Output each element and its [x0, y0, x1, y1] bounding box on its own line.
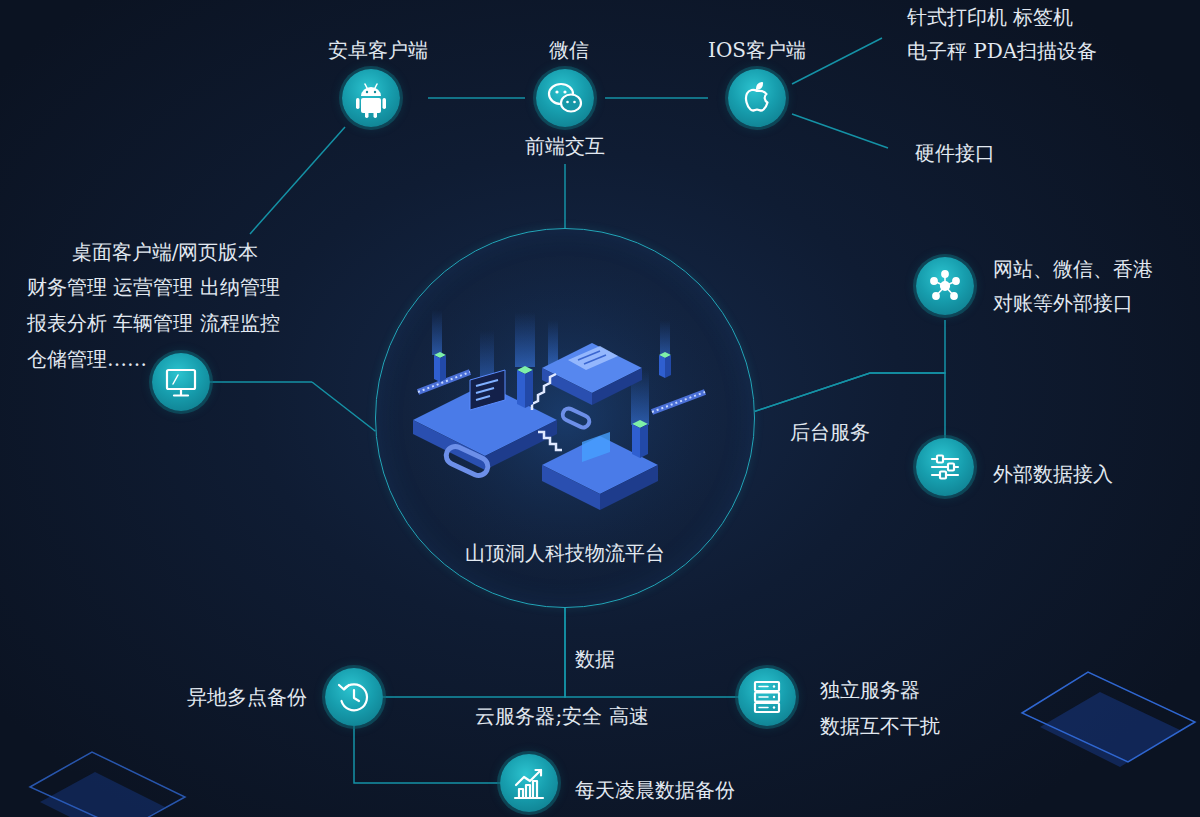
icon-glyph	[916, 438, 974, 496]
data-input-node: 外部数据接入	[916, 438, 1113, 496]
connector-line	[564, 164, 566, 228]
sliders-icon	[916, 438, 974, 496]
data-input-label: 外部数据接入	[993, 456, 1113, 492]
server-icon	[738, 668, 796, 726]
platform-circle: 山顶洞人科技物流平台	[375, 228, 755, 608]
icon-glyph	[325, 668, 383, 726]
connector-line	[565, 608, 738, 697]
client-label: IOS客户端	[708, 32, 806, 68]
leader-line	[792, 38, 888, 148]
platform-illustration	[582, 432, 610, 462]
service-label: 后台服务	[790, 414, 870, 450]
desktop-client-node: 桌面客户端/网页版本财务管理 运营管理 出纳管理 报表分析 车辆管理 流程监控 …	[27, 234, 312, 411]
network-icon	[916, 257, 974, 315]
daily-backup-node: 每天凌晨数据备份	[500, 754, 735, 812]
icon-glyph	[916, 257, 974, 315]
platform-illustration	[432, 310, 442, 355]
connector-line	[755, 320, 945, 411]
corner-decor	[30, 752, 185, 817]
platform-illustration	[413, 310, 705, 510]
icon-glyph	[738, 668, 796, 726]
corner-decor	[1022, 672, 1195, 762]
stub-line	[210, 381, 312, 383]
platform-illustration	[561, 407, 591, 430]
platform-illustration	[476, 380, 498, 386]
platform-illustration	[443, 444, 490, 479]
platform-illustration	[652, 392, 705, 412]
platform-illustration	[525, 370, 533, 408]
client-label: 安卓客户端	[328, 32, 428, 68]
platform-title: 山顶洞人科技物流平台	[465, 535, 665, 571]
hardware-list: 针式打印机 标签机 电子秤 PDA扫描设备	[907, 0, 1107, 68]
icon-glyph	[500, 754, 558, 812]
platform-illustration	[568, 346, 618, 370]
platform-illustration	[542, 465, 600, 510]
corner-decor	[30, 672, 1195, 817]
ios-client-node: IOS客户端	[708, 32, 806, 127]
android-client-node: 安卓客户端	[328, 32, 428, 127]
wechat-client-node: 微信前端交互	[525, 32, 605, 164]
android-icon	[342, 69, 400, 127]
corner-decor	[1040, 692, 1180, 767]
connector-line	[383, 608, 565, 697]
platform-illustration	[485, 420, 557, 470]
leader-line	[792, 114, 888, 148]
backup-node: 异地多点备份	[187, 668, 383, 726]
icon-glyph	[728, 69, 786, 127]
platform-illustration	[660, 320, 670, 360]
hardware-label: 硬件接口	[915, 135, 995, 171]
platform-illustration	[600, 465, 658, 510]
icon-glyph	[152, 353, 210, 411]
connector-line	[250, 127, 345, 234]
connector-line	[605, 97, 708, 99]
group-label: 前端交互	[525, 128, 605, 164]
icon-glyph	[342, 69, 400, 127]
platform-illustration	[640, 424, 648, 458]
server-label: 独立服务器 数据互不干扰	[820, 672, 955, 744]
interface-node: 网站、微信、香港 对账等外部接口	[916, 252, 1168, 320]
module-list: 财务管理 运营管理 出纳管理 报表分析 车辆管理 流程监控 仓储管理……	[27, 269, 312, 377]
platform-illustration	[542, 368, 592, 405]
connector-line	[428, 97, 525, 99]
core-glow	[377, 230, 753, 606]
daily-backup-label: 每天凌晨数据备份	[575, 772, 735, 808]
platform-illustration	[652, 392, 705, 412]
platform-illustration	[517, 370, 525, 408]
platform-illustration	[665, 355, 671, 378]
platform-illustration	[659, 355, 665, 378]
platform-illustration	[440, 355, 446, 382]
platform-illustration	[592, 368, 642, 405]
platform-illustration	[476, 396, 490, 400]
platform-illustration	[470, 370, 505, 410]
platform-illustration	[632, 424, 640, 458]
connector-line	[312, 382, 375, 431]
chart-icon	[500, 754, 558, 812]
icon-glyph	[536, 69, 594, 127]
platform-illustration	[538, 432, 562, 450]
apple-icon	[728, 69, 786, 127]
backup-label: 异地多点备份	[187, 679, 307, 715]
stub-group	[210, 382, 312, 383]
client-heading: 桌面客户端/网页版本	[72, 234, 259, 270]
desktop-icon	[152, 353, 210, 411]
data-label: 数据	[575, 641, 615, 677]
client-label: 微信	[549, 32, 589, 68]
platform-illustration	[476, 388, 494, 393]
platform-illustration	[548, 320, 558, 365]
cloud-label: 云服务器;安全 高速	[475, 698, 648, 734]
platform-illustration	[515, 312, 535, 367]
platform-illustration	[584, 355, 606, 364]
wechat-icon	[536, 69, 594, 127]
connector-line	[354, 726, 500, 783]
platform-illustration	[532, 374, 556, 410]
server-node: 独立服务器 数据互不干扰	[738, 668, 955, 744]
interface-label: 网站、微信、香港 对账等外部接口	[993, 252, 1168, 320]
platform-illustration	[434, 355, 440, 382]
history-icon	[325, 668, 383, 726]
